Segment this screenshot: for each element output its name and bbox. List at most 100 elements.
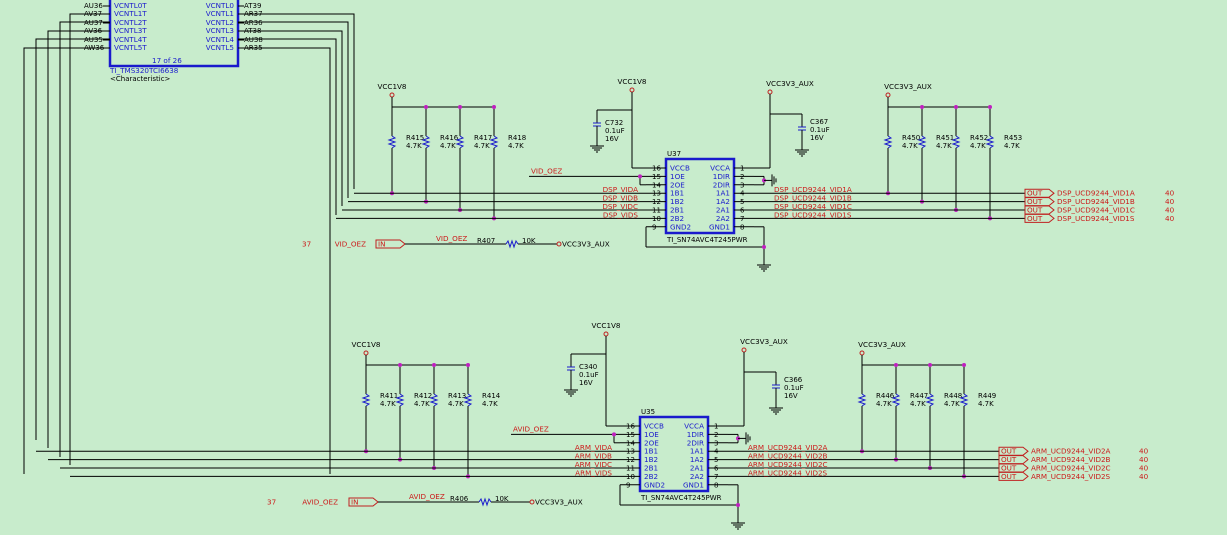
resistor-zigzag bbox=[455, 135, 465, 149]
buffer-right-pin-name: 2A2 bbox=[716, 214, 730, 223]
processor-left-signal: VCNTL3T bbox=[114, 26, 147, 35]
port-label: OUT bbox=[1001, 455, 1017, 464]
b-net-label: DSP_VIDS bbox=[603, 210, 639, 219]
resistor-value: 4.7K bbox=[414, 400, 430, 408]
b-net-label: ARM_VIDC bbox=[575, 460, 612, 469]
a-net-label: DSP_UCD9244_VID1A bbox=[774, 185, 852, 194]
page-ref: 40 bbox=[1165, 189, 1175, 198]
resistor-icon bbox=[421, 107, 431, 177]
page-ref: 40 bbox=[1139, 472, 1149, 481]
processor-left-signal: VCNTL4T bbox=[114, 35, 147, 44]
a-net-label: DSP_UCD9244_VID1S bbox=[774, 210, 852, 219]
resistor-icon bbox=[959, 365, 969, 435]
buffer-right-pin-name: GND1 bbox=[683, 480, 704, 489]
input-port: IN bbox=[348, 497, 379, 507]
buffer-part: TI_SN74AVC4T245PWR bbox=[666, 236, 748, 244]
oe-res-value: 10K bbox=[522, 237, 536, 245]
oe-res-rail: VCC3V3_AUX bbox=[535, 498, 583, 507]
buffer-right-pin-name: VCCA bbox=[684, 422, 704, 431]
buffer-right-pin-name: 1A2 bbox=[716, 197, 730, 206]
buffer-left-pin-name: 2B1 bbox=[670, 206, 684, 215]
resistor-zigzag bbox=[891, 393, 901, 407]
ground-icon bbox=[731, 517, 745, 530]
rail-label: VCC1V8 bbox=[377, 82, 406, 91]
processor-page: 17 of 26 bbox=[152, 56, 182, 65]
port-label: OUT bbox=[1027, 214, 1043, 223]
oe-port-wire-label: AVID_OEZ bbox=[409, 492, 445, 501]
resistor-zigzag bbox=[463, 393, 473, 407]
buffer-left-pin-name: 1OE bbox=[644, 430, 659, 439]
oe-port-net: VID_OEZ bbox=[335, 240, 366, 249]
port-label: OUT bbox=[1027, 189, 1043, 198]
ground-icon bbox=[564, 384, 578, 397]
resistor-value: 4.7K bbox=[508, 142, 524, 150]
buffer-left-pin-name: 1B2 bbox=[670, 197, 684, 206]
resistor-ref: R413 bbox=[448, 392, 466, 400]
power-symbol bbox=[363, 350, 369, 356]
power-symbol bbox=[885, 92, 891, 98]
power-symbol bbox=[741, 347, 747, 353]
processor-left-pin: AU36 bbox=[84, 2, 103, 10]
buffer-left-pin-name: GND2 bbox=[670, 222, 691, 231]
resistor-icon bbox=[891, 365, 901, 435]
resistor-zigzag bbox=[925, 393, 935, 407]
output-net-label: ARM_UCD9244_VID2C bbox=[1031, 464, 1111, 473]
power-symbol bbox=[556, 241, 562, 247]
buffer-right-pin-name: 1A1 bbox=[716, 189, 730, 198]
resistor-ref: R417 bbox=[474, 134, 492, 142]
resistor-value: 4.7K bbox=[448, 400, 464, 408]
junction-dot bbox=[928, 363, 932, 367]
port-shape bbox=[375, 239, 406, 249]
port-shape bbox=[348, 497, 379, 507]
buffer-right-pin-name: 1DIR bbox=[713, 172, 730, 181]
processor-left-signal: VCNTL1T bbox=[114, 9, 147, 18]
buffer-left-pin-name: 2B1 bbox=[644, 464, 658, 473]
cap-value: 0.1uF bbox=[810, 126, 830, 134]
resistor-zigzag bbox=[505, 239, 519, 249]
resistor-ref: R416 bbox=[440, 134, 459, 142]
b-net-label: DSP_VIDB bbox=[602, 194, 638, 203]
port-label: OUT bbox=[1027, 206, 1043, 215]
b-net-label: ARM_VIDB bbox=[575, 452, 612, 461]
resistor-value: 4.7K bbox=[406, 142, 422, 150]
output-port: OUT bbox=[1024, 205, 1055, 215]
buffer-chip-body bbox=[664, 157, 736, 235]
oe-net-label: AVID_OEZ bbox=[513, 424, 549, 433]
resistor-zigzag bbox=[951, 135, 961, 149]
rail-label: VCC3V3_AUX bbox=[740, 337, 788, 346]
port-shape bbox=[1024, 188, 1055, 198]
processor-right-signal: VCNTL2 bbox=[206, 18, 234, 27]
page-ref: 40 bbox=[1165, 197, 1175, 206]
b-net-label: ARM_VIDA bbox=[575, 443, 612, 452]
page-ref: 40 bbox=[1139, 455, 1149, 464]
junction-dot bbox=[988, 105, 992, 109]
resistor-ref: R418 bbox=[508, 134, 526, 142]
resistor-zigzag bbox=[857, 393, 867, 407]
resistor-icon bbox=[429, 365, 439, 435]
u35-section: U35TI_SN74AVC4T245PWRVCCB161OE152OE141B1… bbox=[36, 321, 1149, 530]
port-shape bbox=[998, 455, 1029, 465]
output-port: OUT bbox=[1024, 188, 1055, 198]
resistor-value: 4.7K bbox=[970, 142, 986, 150]
buffer-ref: U37 bbox=[667, 150, 681, 158]
processor-left-signal: VCNTL5T bbox=[114, 43, 147, 52]
processor-right-signal: VCNTL1 bbox=[206, 9, 234, 18]
resistor-zigzag bbox=[429, 393, 439, 407]
port-shape bbox=[998, 471, 1029, 481]
resistor-ref: R446 bbox=[876, 392, 895, 400]
processor-body bbox=[108, 0, 240, 68]
port-shape bbox=[998, 463, 1029, 473]
processor-right-pin: AR36 bbox=[244, 19, 263, 27]
resistor-value: 4.7K bbox=[474, 142, 490, 150]
oe-page-ref: 37 bbox=[267, 498, 276, 507]
resistor-value: 4.7K bbox=[978, 400, 994, 408]
processor-left-signal: VCNTL2T bbox=[114, 18, 147, 27]
output-net-label: ARM_UCD9244_VID2S bbox=[1031, 472, 1111, 481]
buffer-right-pin-name: 2DIR bbox=[687, 438, 704, 447]
junction-dot bbox=[432, 363, 436, 367]
resistor-value: 4.7K bbox=[910, 400, 926, 408]
port-shape bbox=[998, 446, 1029, 456]
page-ref: 40 bbox=[1165, 214, 1175, 223]
resistor-zigzag bbox=[361, 393, 371, 407]
power-symbol bbox=[389, 92, 395, 98]
